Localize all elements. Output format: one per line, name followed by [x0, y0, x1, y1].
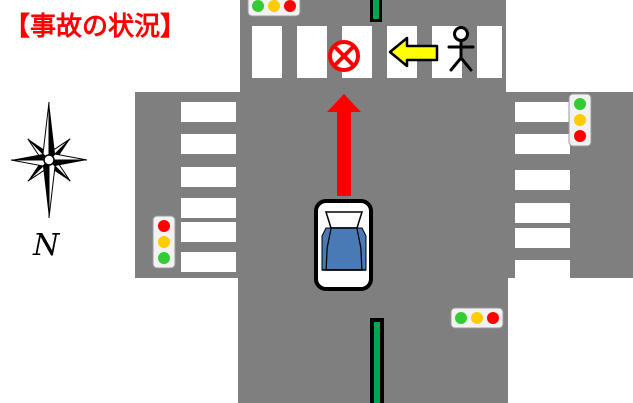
crosswalk-stripe [515, 203, 570, 223]
crosswalk-stripe [515, 260, 570, 280]
signal-lamp-red [487, 312, 499, 324]
signal-lamp-green [574, 98, 586, 110]
signal-lamp-yellow [574, 114, 586, 126]
west-signal [152, 215, 176, 269]
north-crosswalk [252, 26, 502, 78]
red-arrow-icon [327, 94, 361, 196]
crosswalk-stripe [181, 102, 236, 122]
crosswalk-stripe [477, 26, 502, 78]
signal-lamp-red [284, 0, 296, 12]
crosswalk-stripe [515, 170, 570, 190]
signal-lamp-green [455, 312, 467, 324]
prohibited-icon [328, 40, 360, 72]
east-crosswalk [515, 102, 570, 280]
south-signal [450, 307, 504, 329]
north-signal [247, 0, 301, 17]
crosswalk-stripe [515, 228, 570, 248]
car-icon [314, 199, 373, 291]
signal-lamp-yellow [268, 0, 280, 12]
crosswalk-stripe [181, 222, 236, 242]
yellow-arrow-icon [388, 36, 439, 68]
south-center-line-green [374, 322, 380, 403]
crosswalk-stripe [181, 134, 236, 154]
east-signal [568, 93, 592, 147]
signal-lamp-yellow [158, 236, 170, 248]
signal-lamp-red [158, 220, 170, 232]
crosswalk-stripe [181, 167, 236, 187]
compass-north-label: N [33, 228, 60, 263]
signal-lamp-green [252, 0, 264, 12]
north-center-line-green [373, 0, 379, 19]
crosswalk-stripe [181, 198, 236, 218]
signal-lamp-yellow [471, 312, 483, 324]
compass-icon [10, 101, 88, 219]
crosswalk-stripe [515, 102, 570, 122]
crosswalk-stripe [515, 134, 570, 154]
pedestrian-icon [447, 26, 475, 72]
signal-lamp-green [158, 252, 170, 264]
crosswalk-stripe [297, 26, 327, 78]
crosswalk-stripe [252, 26, 282, 78]
west-crosswalk [181, 102, 236, 272]
crosswalk-stripe [181, 252, 236, 272]
signal-lamp-red [574, 130, 586, 142]
page-title: 【事故の状況】 [4, 12, 187, 42]
